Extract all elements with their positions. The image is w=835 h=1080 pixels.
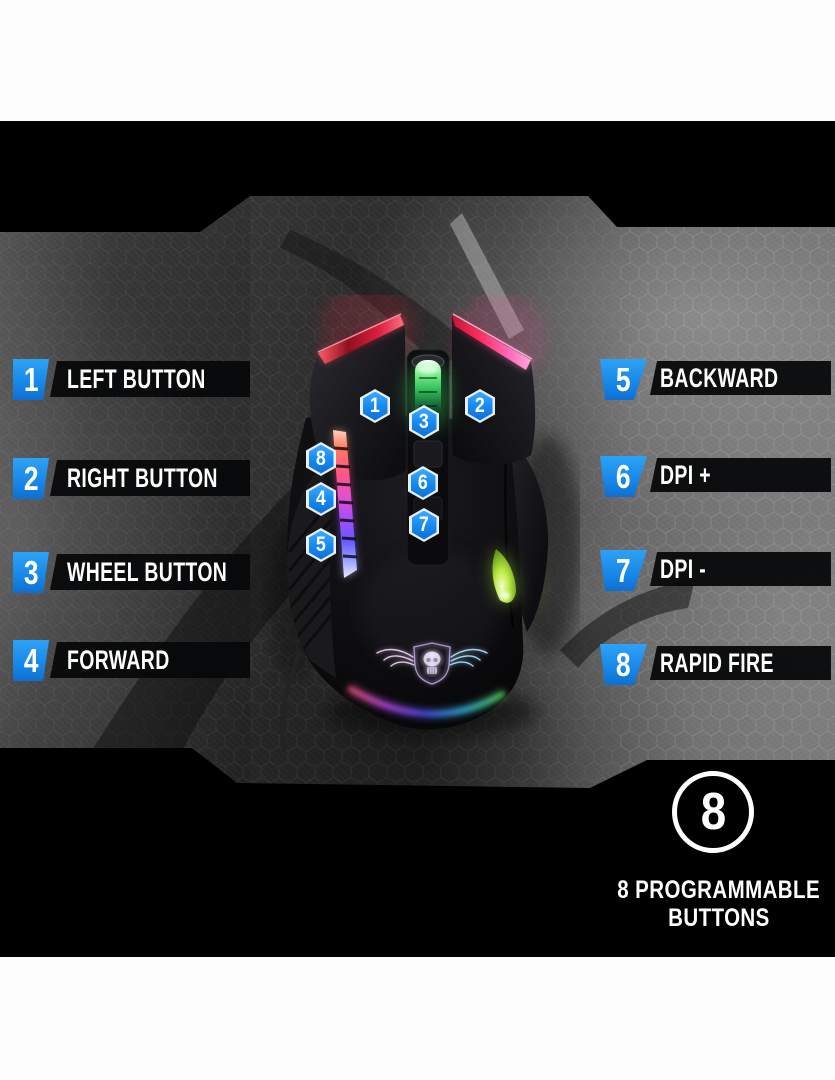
label-row-dpi-minus: 7 DPI -	[0, 550, 835, 591]
top-white-band	[0, 0, 835, 122]
label-bar: FORWARD	[50, 642, 250, 678]
label-row-backward: 5 BACKWARD	[0, 359, 835, 400]
number-badge: 4	[13, 640, 49, 681]
label-bar: WHEEL BUTTON	[50, 554, 250, 590]
green-accent-light	[492, 549, 516, 603]
feature-circle-badge: 8	[672, 771, 754, 853]
feature-title-line1: 8 PROGRAMMABLE	[617, 876, 821, 904]
bottom-rgb-glow	[347, 685, 506, 717]
label-bar: DPI -	[650, 552, 831, 586]
label-bar: RAPID FIRE	[650, 646, 831, 680]
label-bar: DPI +	[650, 458, 831, 492]
number-badge: 3	[13, 552, 49, 593]
label-row-wheel-button: 3 WHEEL BUTTON	[0, 552, 250, 593]
number-badge: 8	[600, 644, 647, 685]
rgb-led-strip	[333, 430, 358, 578]
label-row-forward: 4 FORWARD	[0, 640, 250, 681]
mouse-cable	[280, 651, 303, 753]
number-badge: 6	[600, 456, 647, 497]
label-row-dpi-plus: 6 DPI +	[0, 456, 835, 497]
number-badge: 7	[600, 550, 647, 591]
mouse-callout-5: 5	[306, 528, 336, 562]
bottom-white-band	[0, 957, 835, 1080]
rgb-edge-lighting	[317, 313, 533, 370]
label-row-left-button: 1 LEFT BUTTON	[0, 359, 250, 400]
label-row-rapid-fire: 8 RAPID FIRE	[0, 644, 835, 685]
label-bar: LEFT BUTTON	[50, 361, 250, 397]
number-badge: 2	[13, 458, 49, 499]
number-badge: 5	[600, 359, 647, 400]
mouse-callout-7: 7	[409, 508, 439, 542]
label-row-right-button: 2 RIGHT BUTTON	[0, 458, 250, 499]
label-bar: BACKWARD	[650, 361, 831, 395]
mouse-callout-3: 3	[409, 405, 439, 439]
number-badge: 1	[13, 359, 49, 400]
feature-title-line2: BUTTONS	[668, 904, 770, 932]
label-bar: RIGHT BUTTON	[50, 460, 250, 496]
